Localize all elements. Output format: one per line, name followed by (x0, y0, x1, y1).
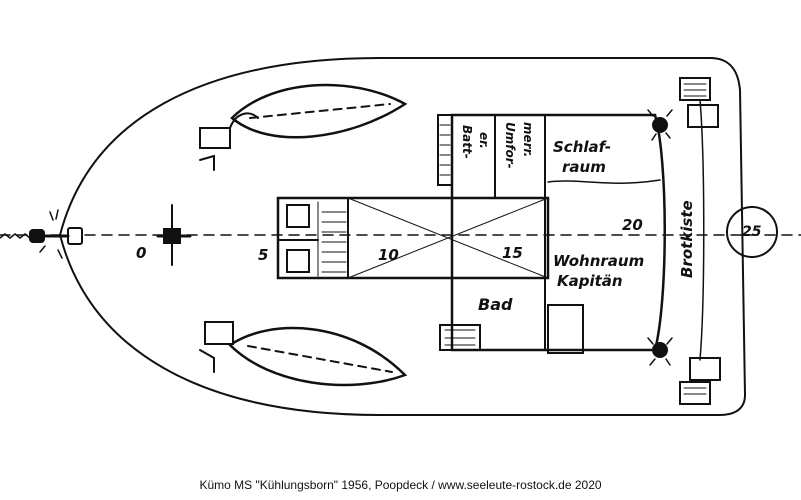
lamp-icon-upper (647, 109, 673, 141)
brotkiste-outline (699, 99, 705, 361)
wohnraum-label-2: Kapitän (557, 272, 623, 290)
frame-10-label: 10 (378, 246, 399, 264)
frame-0-label: 0 (136, 244, 146, 262)
hull-outline (58, 57, 747, 416)
stairs-icon-upper (679, 77, 719, 128)
stairs-icon-lower (679, 357, 721, 405)
bad-label: Bad (478, 295, 513, 314)
lifeboat-icon-lower (199, 321, 408, 387)
hatch-icon (276, 196, 550, 280)
brotkiste-label: Brotkiste (678, 200, 696, 278)
lifeboat-icon-upper (199, 83, 408, 171)
fairlead-icon (29, 209, 83, 259)
mooring-line (0, 233, 31, 239)
caption: Kümo MS "Kühlungsborn" 1956, Poopdeck / … (199, 478, 602, 492)
poop-deck-drawing: 0 5 10 15 20 25 Schlaf- raum Wohnraum Ka… (0, 57, 801, 416)
umformer-label-1: Umfor- (503, 122, 517, 169)
frame-5-label: 5 (258, 246, 268, 264)
frame-15-label: 15 (502, 244, 523, 262)
batterie-label-2: er. (477, 132, 491, 149)
frame-20-label: 20 (622, 216, 643, 234)
lamp-icon-lower (647, 337, 673, 366)
frame-25-circle (726, 206, 778, 258)
schlafraum-label-2: raum (562, 158, 606, 176)
schlafraum-label-1: Schlaf- (553, 138, 611, 156)
capstan-icon (156, 204, 192, 266)
frame-25-label: 25 (742, 224, 762, 240)
batterie-label-1: Batt- (460, 125, 474, 159)
umformer-label-2: merr. (521, 122, 535, 157)
wohnraum-label-1: Wohnraum (553, 252, 644, 270)
